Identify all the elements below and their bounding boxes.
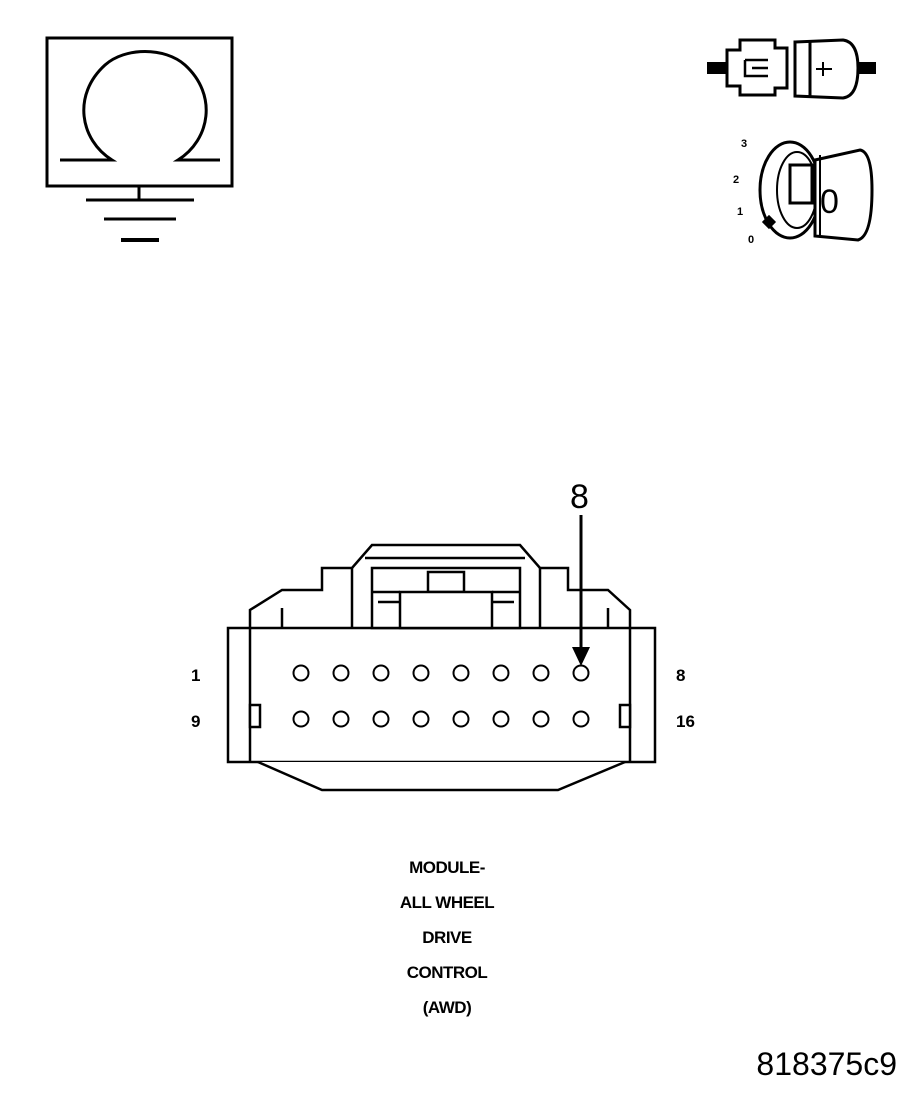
key-off-symbol: 0: [820, 183, 839, 221]
pin-cavity-6: [492, 664, 510, 682]
callout-pin-label: 8: [570, 478, 589, 516]
pin-label-8: 8: [676, 666, 685, 685]
pin-cavity-5: [452, 664, 470, 682]
pin-cavity-15: [532, 710, 550, 728]
pin-label-1: 1: [191, 666, 200, 685]
pin-cavity-4: [412, 664, 430, 682]
connector-disconnect-icon: [707, 38, 876, 100]
connector-caption: MODULE- ALL WHEEL DRIVE CONTROL (AWD): [297, 850, 597, 1025]
ignition-key-off-icon: 3 2 1 0 0: [733, 138, 874, 246]
pin-cavity-12: [412, 710, 430, 728]
pin-cavity-16: [572, 710, 590, 728]
connector-body: [226, 543, 657, 792]
caption-line-4: CONTROL: [406, 963, 488, 982]
pin-cavity-7: [532, 664, 550, 682]
pin-cavity-13: [452, 710, 470, 728]
key-position-2: 2: [733, 174, 739, 186]
pin-cavity-9: [292, 710, 310, 728]
key-position-0: 0: [748, 234, 754, 246]
caption-line-2: ALL WHEEL: [399, 893, 495, 912]
pin-cavity-14: [492, 710, 510, 728]
caption-line-5: (AWD): [422, 998, 472, 1017]
caption-line-3: DRIVE: [422, 928, 472, 947]
ohmmeter-ground-icon: [45, 36, 234, 242]
pin-label-9: 9: [191, 712, 200, 731]
caption-line-1: MODULE-: [409, 858, 485, 877]
key-position-1: 1: [737, 206, 743, 218]
pin-cavity-1: [292, 664, 310, 682]
pin-cavity-11: [372, 710, 390, 728]
key-position-3: 3: [741, 138, 747, 150]
pin-cavity-3: [372, 664, 390, 682]
pin-cavities: [292, 664, 590, 728]
pin-cavity-8: [572, 664, 590, 682]
pin-label-16: 16: [676, 712, 695, 731]
figure-id: 818375c9: [756, 1046, 897, 1082]
pin-cavity-10: [332, 710, 350, 728]
pin-cavity-2: [332, 664, 350, 682]
callout-arrow: [572, 515, 590, 666]
